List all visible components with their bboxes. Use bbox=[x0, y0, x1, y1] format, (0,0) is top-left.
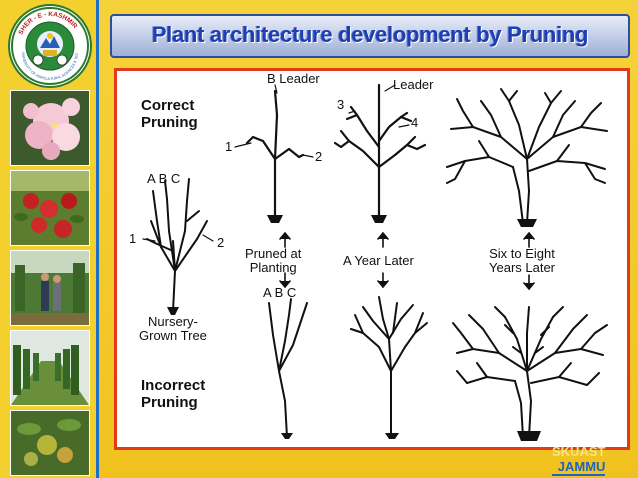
six-eight-line2: Years Later bbox=[489, 260, 556, 275]
nursery-branch-1-label: 1 bbox=[129, 231, 137, 246]
incorrect-pruning-line1: Incorrect bbox=[141, 377, 206, 394]
pruning-diagram: Correct Pruning Incorrect Pruning A B C … bbox=[114, 68, 630, 450]
abc-bottom-label: A B C bbox=[263, 285, 297, 300]
correct-planting-tree bbox=[245, 89, 305, 223]
correct-pruning-label: Correct Pruning bbox=[141, 97, 198, 131]
year-later-label: A Year Later bbox=[343, 253, 414, 268]
leader-label: Leader bbox=[393, 77, 434, 92]
nursery-tree-label: Nursery- Grown Tree bbox=[139, 315, 207, 343]
nursery-line1: Nursery- bbox=[148, 314, 198, 329]
title-bar: Plant architecture development by Prunin… bbox=[110, 14, 630, 58]
correct-branch-2-label: 2 bbox=[315, 149, 323, 164]
branch-4-label: 4 bbox=[411, 115, 419, 130]
left-image-strip: SHER - E - KASHMIR UNIVERSITY OF AGRICUL… bbox=[0, 0, 99, 478]
pruned-line2: Planting bbox=[249, 260, 297, 275]
incorrect-year-later-tree bbox=[350, 296, 428, 439]
arrows bbox=[279, 232, 535, 290]
orchard-rows-photo bbox=[10, 330, 90, 406]
pruned-line1: Pruned at bbox=[245, 246, 302, 261]
pruned-at-planting-label: Pruned at Planting bbox=[245, 247, 301, 275]
correct-pruning-line1: Correct bbox=[141, 97, 195, 114]
incorrect-planting-tree bbox=[268, 298, 308, 439]
incorrect-mature-tree bbox=[452, 306, 608, 441]
flower-photo bbox=[10, 90, 90, 166]
correct-mature-tree bbox=[446, 88, 608, 227]
incorrect-pruning-label: Incorrect Pruning bbox=[141, 377, 205, 411]
b-leader-label: B Leader bbox=[267, 71, 320, 86]
nursery-tree-drawing bbox=[146, 178, 208, 315]
brand-line1: SKUAST bbox=[552, 444, 606, 459]
skuast-brand: SKUAST JAMMU bbox=[552, 444, 606, 476]
branch-3-label: 3 bbox=[337, 97, 345, 112]
correct-branch-1-label: 1 bbox=[225, 139, 233, 154]
orchard-people-photo bbox=[10, 250, 90, 326]
nursery-branch-2-label: 2 bbox=[217, 235, 225, 250]
six-eight-line1: Six to Eight bbox=[489, 246, 555, 261]
fruit-branch-photo bbox=[10, 410, 90, 476]
pointer-lines bbox=[142, 84, 410, 242]
university-logo: SHER - E - KASHMIR UNIVERSITY OF AGRICUL… bbox=[8, 4, 92, 88]
correct-year-later-tree bbox=[333, 83, 427, 223]
tree-drawings bbox=[142, 83, 608, 441]
correct-pruning-line2: Pruning bbox=[141, 114, 198, 131]
university-seal-icon: SHER - E - KASHMIR UNIVERSITY OF AGRICUL… bbox=[10, 6, 89, 85]
abc-top-label: A B C bbox=[147, 171, 181, 186]
brand-line2: JAMMU bbox=[552, 459, 606, 476]
slide-title: Plant architecture development by Prunin… bbox=[151, 22, 589, 47]
incorrect-pruning-line2: Pruning bbox=[141, 394, 198, 411]
nursery-line2: Grown Tree bbox=[139, 328, 207, 343]
apple-photo bbox=[10, 170, 90, 246]
six-to-eight-years-label: Six to Eight Years Later bbox=[489, 247, 555, 275]
